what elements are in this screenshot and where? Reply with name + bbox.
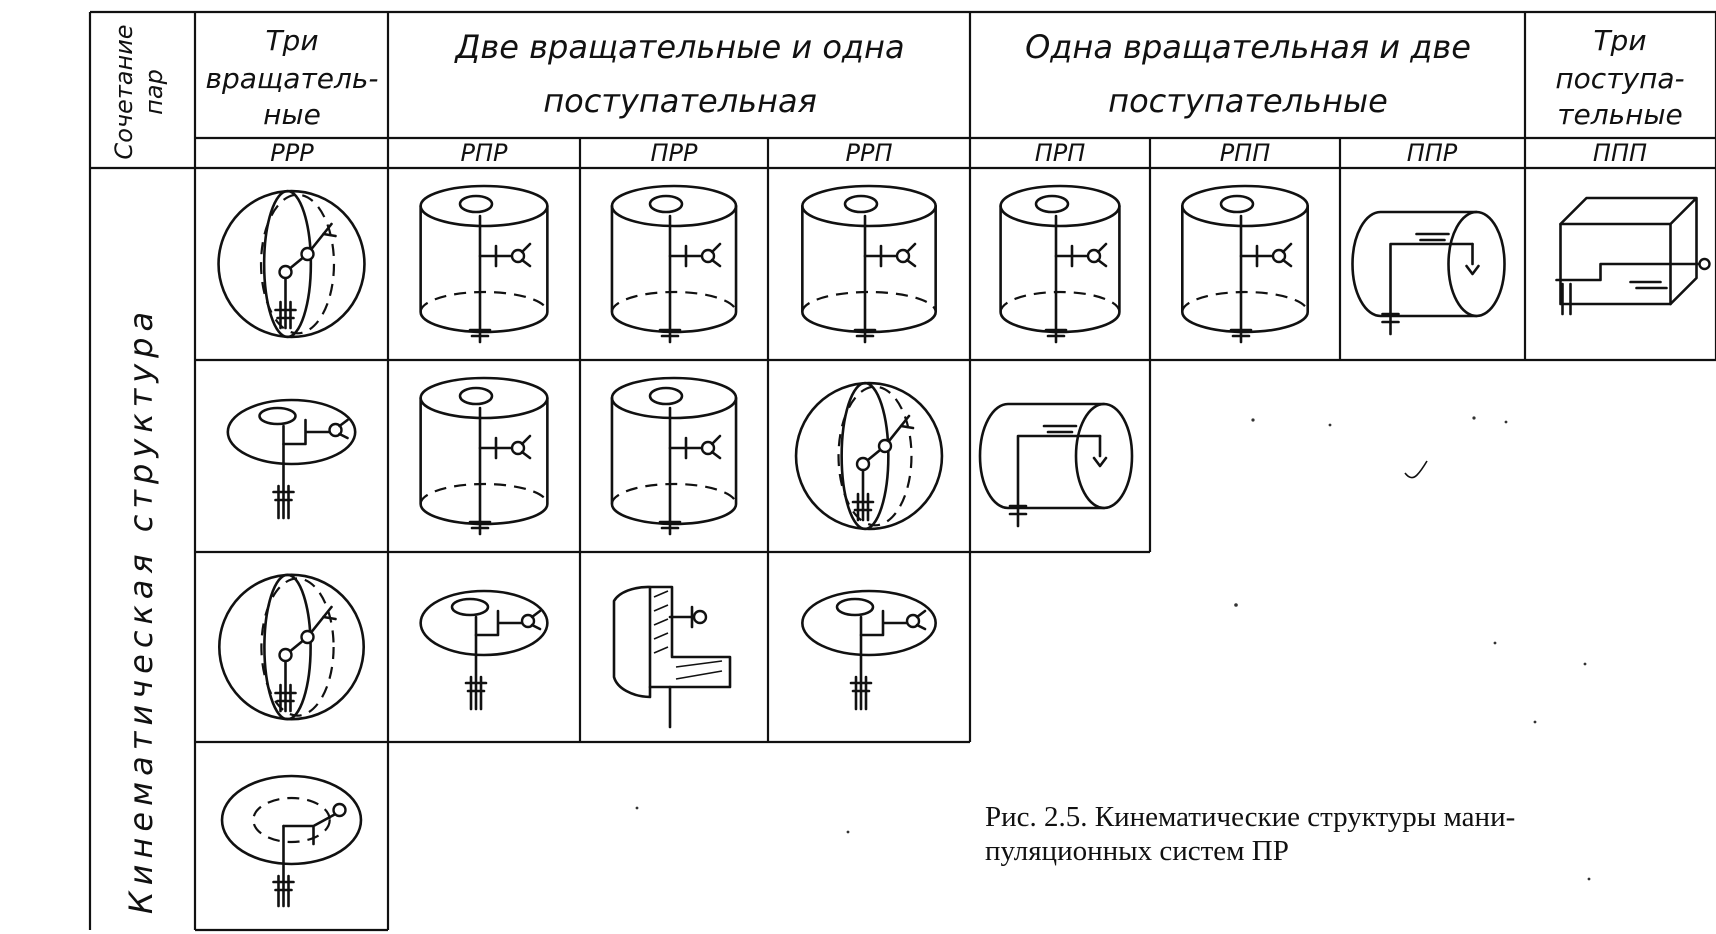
kinematic-sketch-sphere (794, 381, 944, 531)
scan-specks (635, 416, 1591, 881)
code-label: ППП (1593, 139, 1647, 167)
kinematic-sketch-disc (226, 398, 357, 520)
kinematic-sketch-cylinder (610, 376, 738, 536)
kinematic-sketch-torus (220, 774, 363, 908)
kinematic-sketch-cylinder (610, 184, 738, 344)
kinematic-sketch-disc (419, 589, 549, 711)
code-label: ППР (1407, 139, 1458, 167)
kinematic-sketch-cylinder (1181, 184, 1310, 344)
code-label: ПРР (651, 139, 699, 167)
code-label: РПП (1220, 139, 1271, 167)
kinematic-sketch-horizontal-cylinder (1351, 210, 1506, 336)
code-label: РРР (270, 139, 314, 167)
kinematic-sketch-cylinder (999, 184, 1121, 344)
kinematic-sketch-sector (612, 585, 732, 729)
sketches-layer (217, 184, 1711, 908)
caption-line: пуляционных систем ПР (985, 835, 1289, 867)
figure-caption: Рис. 2.5. Кинематические структуры мани-… (985, 800, 1685, 868)
pair-codes: РРР РПР ПРР РРП ПРП РПП ППР ППП (270, 139, 1647, 167)
kinematic-sketch-cylinder (801, 184, 937, 344)
kinematic-sketch-sphere (217, 189, 366, 339)
code-label: РРП (846, 139, 893, 167)
kinematic-structure-label: Кинематическая структура (122, 306, 160, 914)
pair-combination-label: Сочетаниепар (110, 24, 168, 159)
kinematic-sketch-disc (801, 589, 937, 711)
kinematic-sketch-horizontal-cylinder (978, 402, 1134, 528)
code-label: РПР (461, 139, 509, 167)
code-label: ПРП (1035, 139, 1086, 167)
kinematic-sketch-cylinder (419, 184, 549, 344)
table-grid (88, 10, 1716, 932)
caption-line: Рис. 2.5. Кинематические структуры мани- (985, 801, 1516, 833)
kinematic-sketch-sphere (218, 573, 365, 721)
kinematic-sketch-cylinder (419, 376, 549, 536)
kinematic-sketch-box (1555, 196, 1711, 316)
